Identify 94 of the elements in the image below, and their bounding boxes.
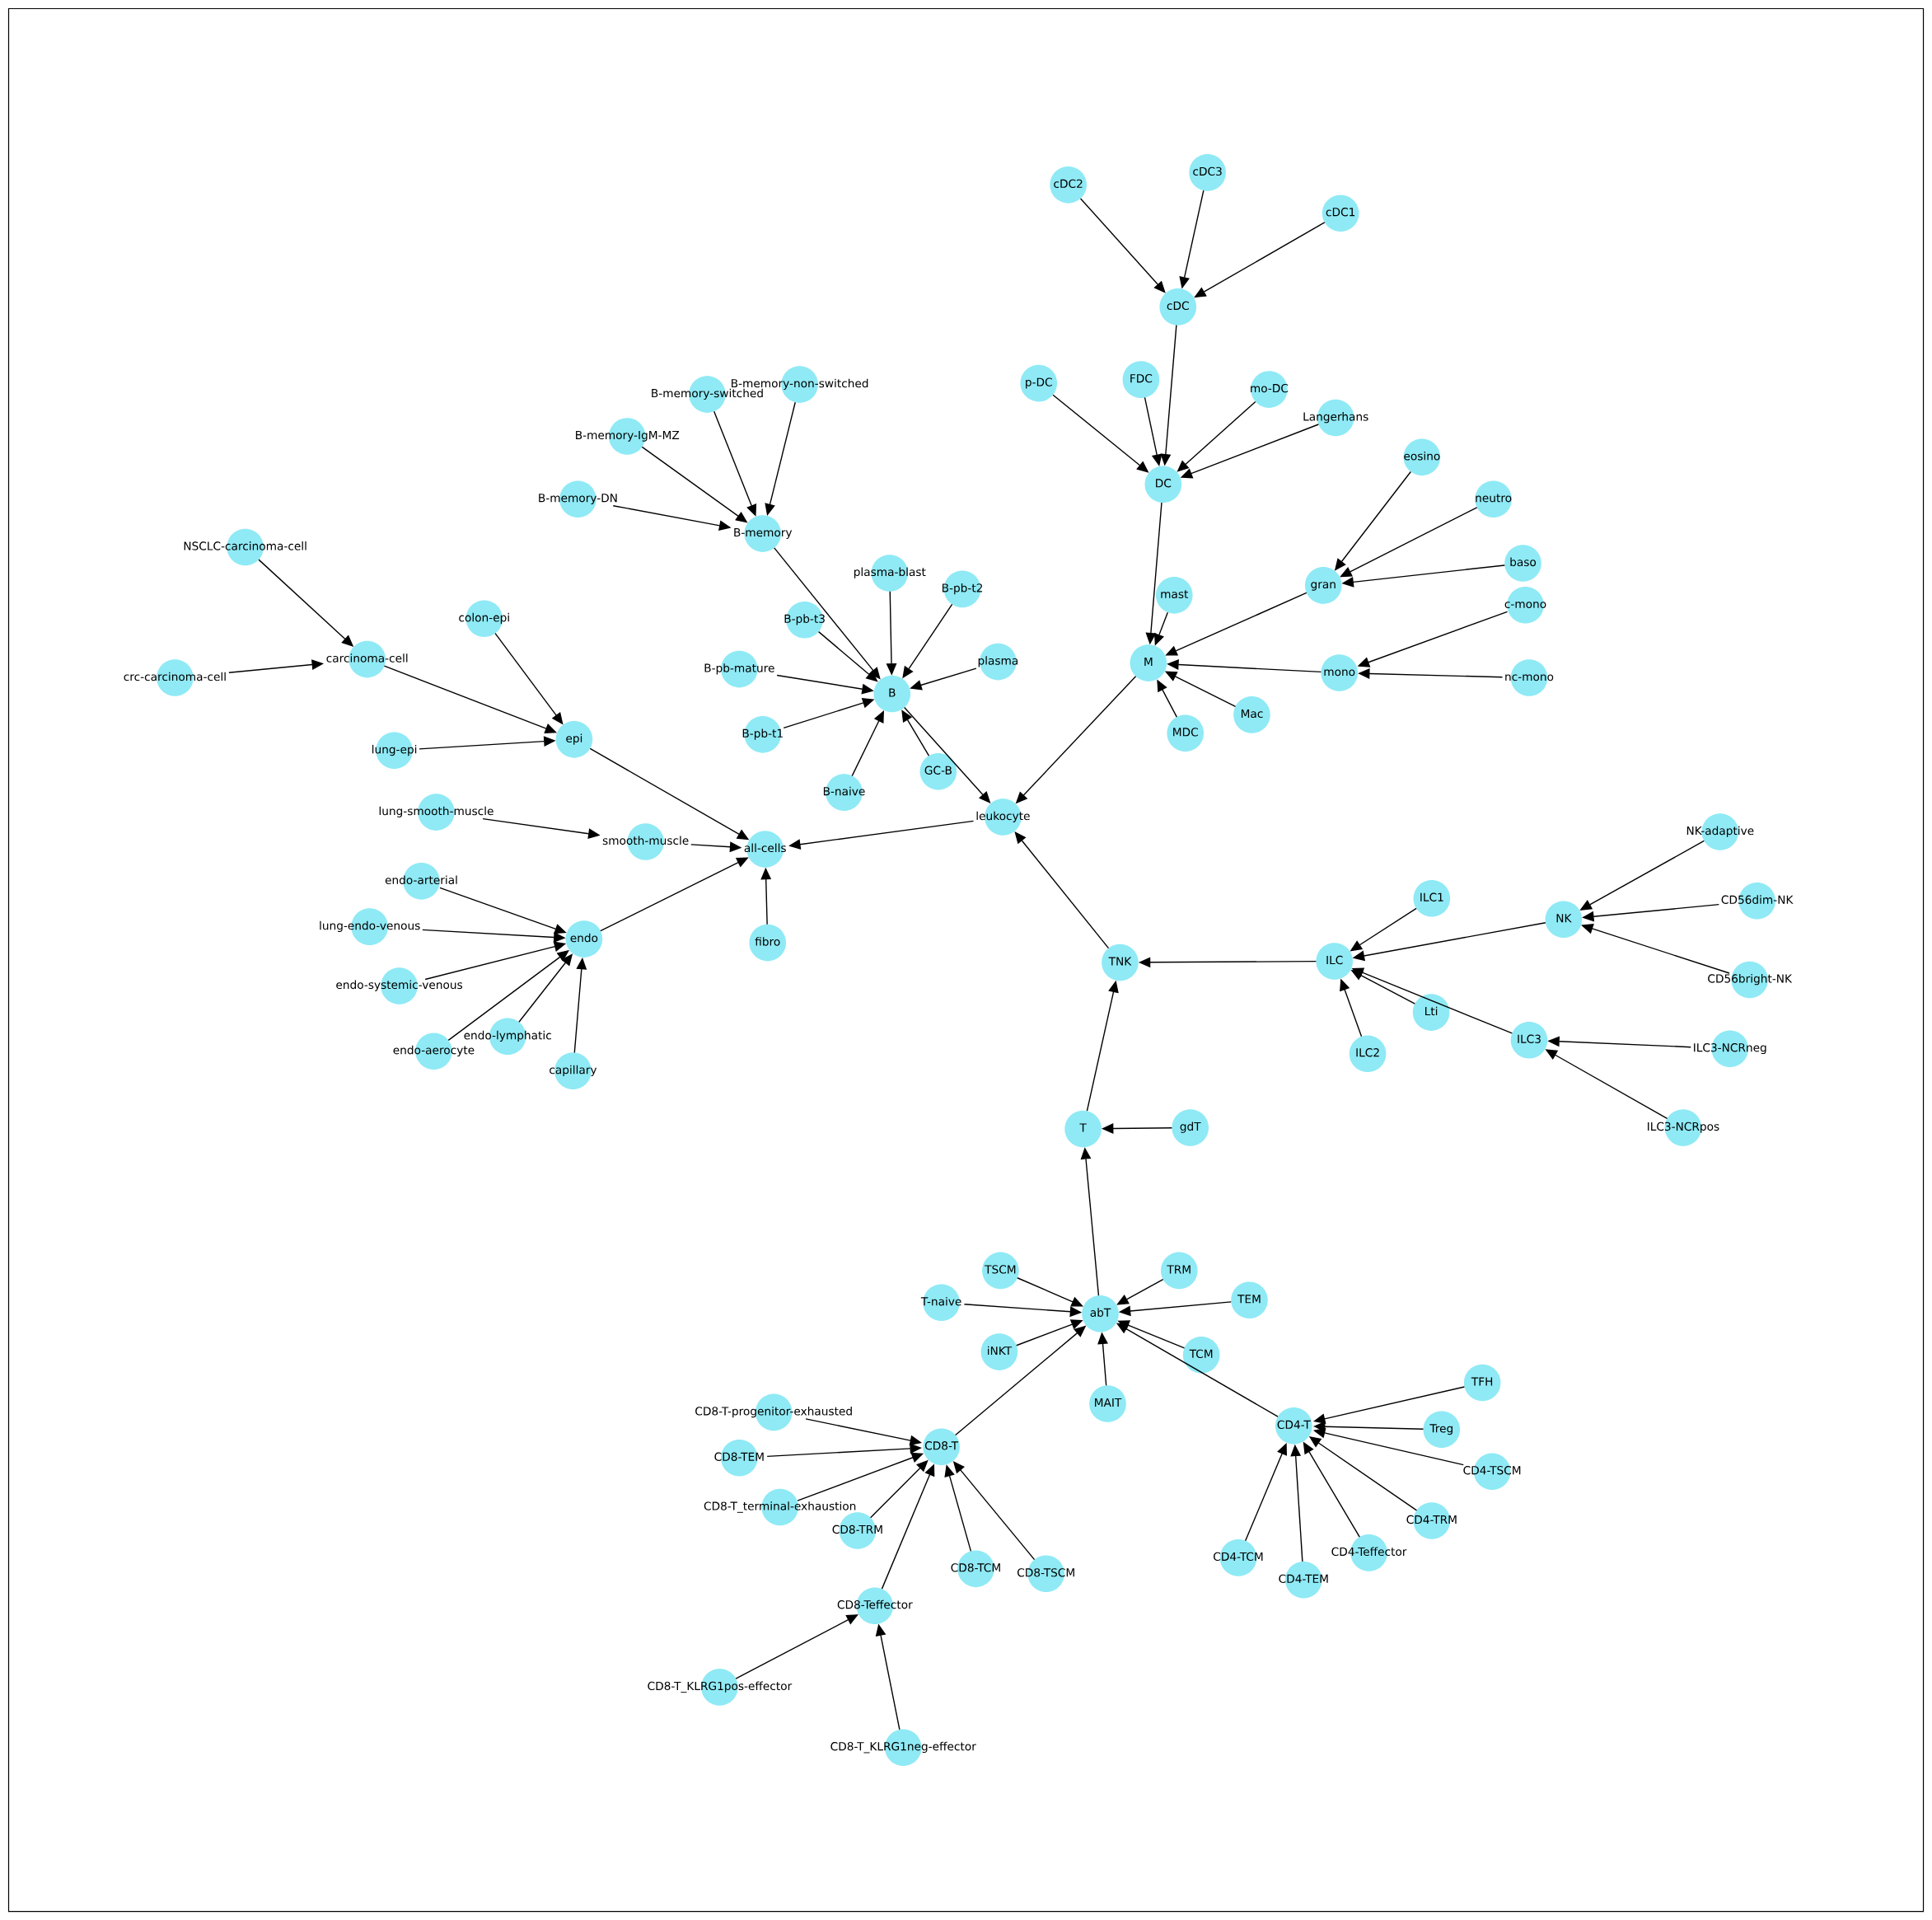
arrow bbox=[1017, 1277, 1083, 1307]
arrow bbox=[447, 950, 569, 1042]
graph-node: CD4-TRM bbox=[1406, 1502, 1457, 1539]
graph-node: DC bbox=[1144, 466, 1182, 503]
graph-node: mo-DC bbox=[1251, 371, 1289, 408]
graph-node: Lti bbox=[1412, 994, 1450, 1031]
graph-node: lung-endo-venous bbox=[320, 908, 420, 945]
graph-node: GC-B bbox=[919, 752, 957, 790]
graph-node: CD8-TSCM bbox=[1017, 1555, 1074, 1593]
graph-node: colon-epi bbox=[459, 600, 509, 638]
graph-node: gdT bbox=[1172, 1109, 1209, 1146]
graph-node: lung-epi bbox=[372, 732, 417, 770]
graph-node: cDC bbox=[1159, 288, 1197, 325]
graph-node: CD8-T_KLRG1pos-effector bbox=[648, 1669, 793, 1706]
graph-node: CD4-TCM bbox=[1214, 1539, 1263, 1576]
graph-node: B-pb-t3 bbox=[784, 601, 825, 639]
graph-node: cDC2 bbox=[1050, 166, 1087, 204]
graph-node: mono bbox=[1321, 654, 1358, 691]
graph-node: CD4-T bbox=[1275, 1407, 1312, 1445]
graph-node: eosino bbox=[1403, 438, 1441, 476]
graph-node: TNK bbox=[1102, 944, 1139, 981]
graph-node: all-cells bbox=[744, 831, 786, 868]
arrow bbox=[1116, 1278, 1164, 1305]
graph-node: TSCM bbox=[982, 1252, 1019, 1290]
graph-node: capillary bbox=[550, 1052, 597, 1089]
graph-node: B-naive bbox=[823, 774, 865, 811]
graph-node: ILC3-NCRpos bbox=[1648, 1109, 1719, 1146]
graph-node: endo-arterial bbox=[385, 863, 457, 900]
graph-node: gran bbox=[1304, 567, 1342, 604]
graph-node: NK bbox=[1545, 901, 1583, 938]
graph-node: TCM bbox=[1182, 1337, 1220, 1374]
graph-node: CD4-TSCM bbox=[1463, 1453, 1521, 1490]
graph-node: B bbox=[873, 675, 911, 713]
graph-node: baso bbox=[1504, 545, 1541, 582]
graph-node: carcinoma-cell bbox=[326, 640, 408, 678]
graph-node: cDC3 bbox=[1189, 154, 1226, 191]
graph-node: CD8-T-progenitor-exhausted bbox=[695, 1393, 852, 1431]
graph-node: mast bbox=[1155, 577, 1193, 614]
arrow bbox=[1194, 222, 1326, 298]
graph-node: CD56bright-NK bbox=[1708, 961, 1793, 999]
graph-node: B-pb-t2 bbox=[943, 570, 983, 608]
graph-node: ILC2 bbox=[1349, 1035, 1387, 1072]
graph-node: TRM bbox=[1160, 1252, 1198, 1290]
graph-node: TEM bbox=[1231, 1281, 1268, 1319]
graph-node: FDC bbox=[1122, 361, 1160, 398]
graph-node: Treg bbox=[1423, 1411, 1461, 1449]
graph-node: ILC1 bbox=[1413, 879, 1451, 917]
graph-node: B-pb-mature bbox=[704, 650, 774, 688]
graph-node: M bbox=[1130, 644, 1167, 681]
graph-node: NK-adaptive bbox=[1686, 813, 1754, 850]
graph-node: TFH bbox=[1463, 1364, 1501, 1402]
graph-node: ILC bbox=[1316, 943, 1353, 980]
graph-node: NSCLC-carcinoma-cell bbox=[184, 528, 306, 566]
graph-node: ILC3 bbox=[1510, 1021, 1548, 1059]
graph-node: abT bbox=[1082, 1295, 1119, 1332]
graph-node: CD8-T bbox=[923, 1428, 960, 1466]
graph-node: CD4-TEM bbox=[1279, 1562, 1328, 1599]
arrow bbox=[1079, 198, 1166, 293]
graph-node: endo bbox=[565, 920, 603, 958]
graph-node: plasma-blast bbox=[854, 555, 926, 592]
graph-node: plasma bbox=[978, 643, 1018, 681]
graph-node: cDC1 bbox=[1322, 194, 1359, 232]
graph-node: ILC3-NCRneg bbox=[1694, 1030, 1766, 1067]
graph-node: B-memory-IgM-MZ bbox=[576, 418, 680, 455]
graph-node: fibro bbox=[749, 924, 787, 962]
graph-node: T-naive bbox=[920, 1284, 961, 1322]
graph-node: endo-systemic-venous bbox=[336, 967, 463, 1004]
graph-node: crc-carcinoma-cell bbox=[124, 659, 226, 696]
graph-node: neutro bbox=[1475, 480, 1512, 517]
graph-node: MDC bbox=[1167, 714, 1205, 752]
graph-node: T bbox=[1064, 1110, 1102, 1148]
graph-node: CD8-TEM bbox=[714, 1439, 764, 1477]
graph-node: CD8-T_KLRG1neg-effector bbox=[830, 1729, 976, 1766]
graph-node: CD8-TCM bbox=[951, 1550, 1000, 1588]
graph-node: CD4-Teffector bbox=[1331, 1534, 1407, 1571]
graph-node: Mac bbox=[1233, 696, 1270, 733]
graph-node: B-memory bbox=[734, 515, 793, 552]
graph-node: MAIT bbox=[1089, 1385, 1126, 1422]
graph-node: CD8-Teffector bbox=[837, 1587, 913, 1624]
graph-node: B-pb-t1 bbox=[742, 716, 783, 753]
graph-node: CD56dim-NK bbox=[1721, 882, 1794, 920]
graph-node: Langerhans bbox=[1303, 399, 1368, 437]
graph-node: epi bbox=[555, 721, 593, 758]
arrow bbox=[851, 710, 884, 777]
graph-node: iNKT bbox=[980, 1333, 1018, 1370]
graph-node: B-memory-DN bbox=[539, 480, 617, 517]
graph-node: p-DC bbox=[1020, 364, 1058, 402]
graph-node: nc-mono bbox=[1505, 659, 1554, 696]
arrow bbox=[817, 630, 878, 682]
graph-node: lung-smooth-muscle bbox=[379, 794, 494, 831]
graph-node: smooth-muscle bbox=[602, 823, 689, 860]
graph-node: leukocyte bbox=[976, 798, 1030, 836]
graph-node: c-mono bbox=[1504, 587, 1546, 624]
graph-node: CD8-TRM bbox=[832, 1512, 882, 1549]
